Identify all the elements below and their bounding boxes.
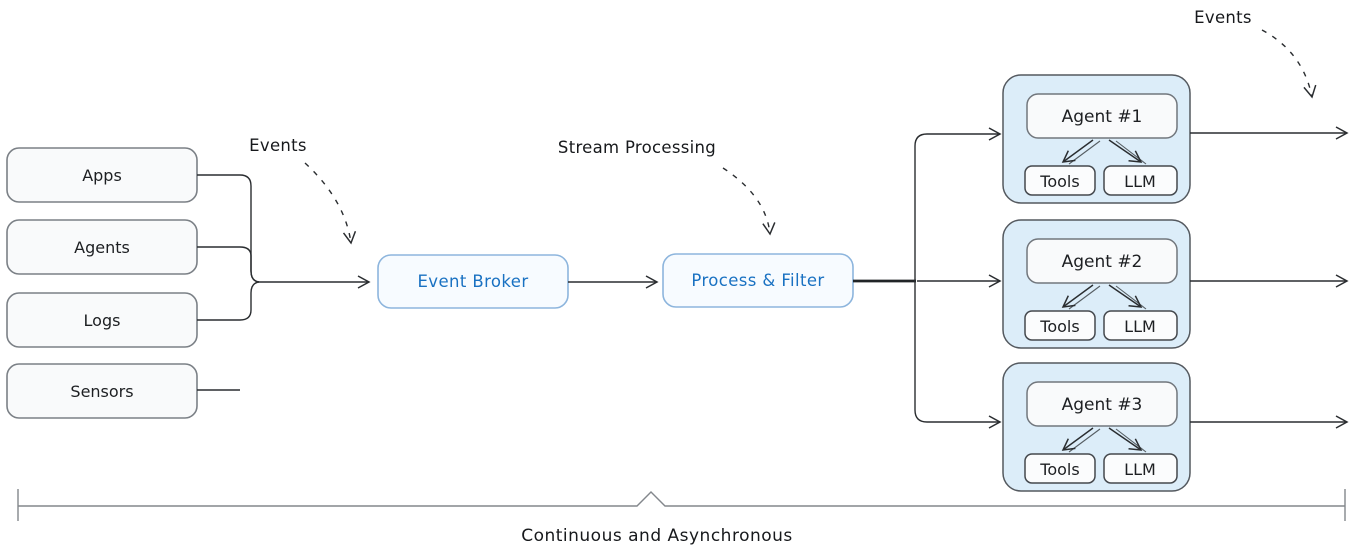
- branch-connectors: [853, 127, 1002, 429]
- agent-cluster-2: Agent #2 Tools LLM: [1002, 219, 1191, 349]
- source-label-agents: Agents: [74, 238, 130, 257]
- agent-3-llm-link: [1108, 427, 1143, 451]
- agent-2-tools-link: [1061, 284, 1094, 308]
- events-in-dashed-arrow: [304, 162, 357, 245]
- agent-3-node: [1026, 381, 1178, 427]
- agent-2-node: [1026, 238, 1178, 284]
- agent-2-llm-label: LLM: [1124, 317, 1156, 336]
- fan-in-connectors: [197, 174, 371, 391]
- agent-2-label: Agent #2: [1062, 252, 1143, 272]
- bracket-line: [18, 491, 1345, 507]
- agent-1-tools-link: [1061, 139, 1094, 163]
- connector-agents: [197, 246, 260, 283]
- agent-1-node: [1026, 93, 1178, 139]
- events-out-label: Events: [1194, 8, 1252, 27]
- branch-arrow-agent3: [914, 281, 1002, 429]
- agent-3-llm-label: LLM: [1124, 460, 1156, 479]
- event-broker-label: Event Broker: [417, 272, 528, 291]
- agent-3-tools-link: [1061, 427, 1094, 451]
- outgoing-arrows: [1190, 126, 1349, 429]
- agent-2-tools-label: Tools: [1039, 317, 1079, 336]
- agent-1-label: Agent #1: [1062, 107, 1143, 127]
- source-node-sensors: [6, 363, 198, 419]
- stream-processing-label: Stream Processing: [558, 138, 716, 157]
- stream-processing-dashed-arrow: [722, 167, 776, 236]
- process-filter-label: Process & Filter: [691, 271, 824, 290]
- footer-bracket: Continuous and Asynchronous: [17, 489, 1346, 546]
- agent-2-tools-node: [1024, 310, 1096, 341]
- agent-3-llm-node: [1103, 453, 1178, 484]
- source-label-sensors: Sensors: [70, 382, 133, 401]
- agent-1-llm-node: [1103, 165, 1178, 196]
- agent-2-llm-link: [1108, 284, 1143, 308]
- agent-1-tools-label: Tools: [1039, 172, 1079, 191]
- branch-arrow-agent1: [914, 127, 1002, 281]
- footer-label: Continuous and Asynchronous: [521, 526, 793, 546]
- events-in-label: Events: [249, 136, 307, 155]
- agent-1-tools-node: [1024, 165, 1096, 196]
- agent-cluster-3: Agent #3 Tools LLM: [1002, 362, 1191, 492]
- agent-2-llm-node: [1103, 310, 1178, 341]
- events-out-dashed-arrow: [1261, 29, 1317, 99]
- connector-apps: [197, 174, 260, 283]
- source-label-logs: Logs: [84, 311, 121, 330]
- agent-cluster-1: Agent #1 Tools LLM: [1002, 74, 1191, 204]
- source-nodes: Apps Agents Logs Sensors: [6, 147, 198, 419]
- agent-3-tools-node: [1024, 453, 1096, 484]
- annotations: Events Stream Processing Events: [249, 8, 1317, 245]
- connector-logs: [197, 281, 260, 321]
- agent-3-tools-label: Tools: [1039, 460, 1079, 479]
- agent-1-llm-label: LLM: [1124, 172, 1156, 191]
- agent-3-label: Agent #3: [1062, 395, 1143, 415]
- source-label-apps: Apps: [82, 166, 122, 185]
- agent-1-llm-link: [1108, 139, 1143, 163]
